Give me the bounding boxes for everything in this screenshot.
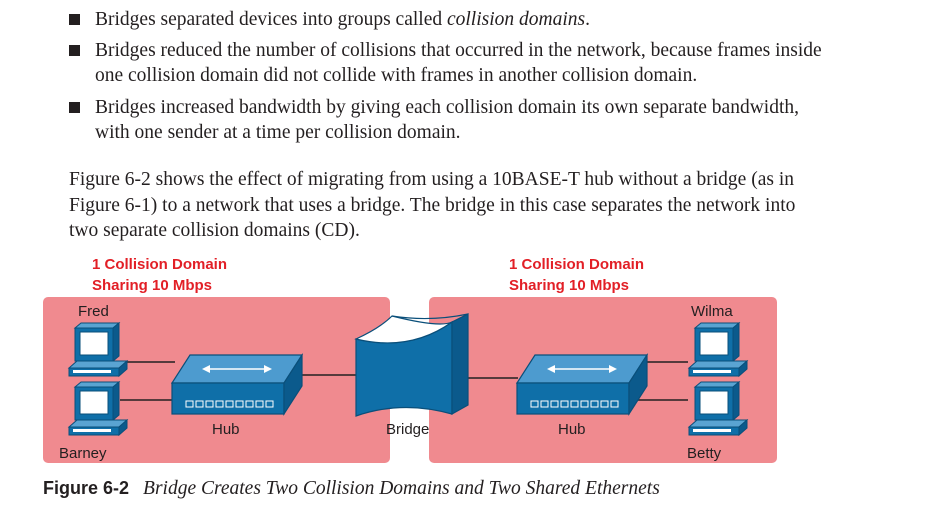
host-label-fred: Fred bbox=[78, 303, 109, 320]
host-label-betty: Betty bbox=[687, 445, 722, 462]
bullet-text: Bridges separated devices into groups ca… bbox=[95, 9, 590, 30]
right-domain-label-1: 1 Collision Domain bbox=[509, 256, 644, 273]
bullet-square-icon bbox=[69, 102, 80, 113]
host-label-barney: Barney bbox=[59, 445, 107, 462]
host-label-wilma: Wilma bbox=[691, 303, 733, 320]
pc-wilma-icon bbox=[688, 322, 748, 377]
bridge-icon bbox=[354, 313, 469, 417]
bridge-label: Bridge bbox=[386, 421, 429, 438]
figure-caption: Figure 6-2 Bridge Creates Two Collision D… bbox=[43, 478, 660, 500]
hub-label-right: Hub bbox=[558, 421, 586, 438]
right-domain-label-2: Sharing 10 Mbps bbox=[509, 277, 629, 294]
pc-barney-icon bbox=[68, 381, 128, 436]
bullet-square-icon bbox=[69, 14, 80, 25]
body-paragraph: Figure 6-2 shows the effect of migrating… bbox=[69, 169, 796, 241]
hub-label-left: Hub bbox=[212, 421, 240, 438]
caption-label: Figure 6-2 bbox=[43, 478, 130, 498]
left-domain-label-2: Sharing 10 Mbps bbox=[92, 277, 212, 294]
hub-left-icon bbox=[171, 354, 303, 415]
caption-text: Bridge Creates Two Collision Domains and… bbox=[143, 478, 660, 499]
hub-right-icon bbox=[516, 354, 648, 415]
pc-fred-icon bbox=[68, 322, 128, 377]
bullet-emphasis: collision domains bbox=[446, 9, 586, 30]
bullet-text: Bridges reduced the number of collisions… bbox=[95, 40, 822, 86]
left-domain-label-1: 1 Collision Domain bbox=[92, 256, 227, 273]
bullet-square-icon bbox=[69, 45, 80, 56]
pc-betty-icon bbox=[688, 381, 748, 436]
bullet-text: Bridges increased bandwidth by giving ea… bbox=[95, 97, 800, 143]
